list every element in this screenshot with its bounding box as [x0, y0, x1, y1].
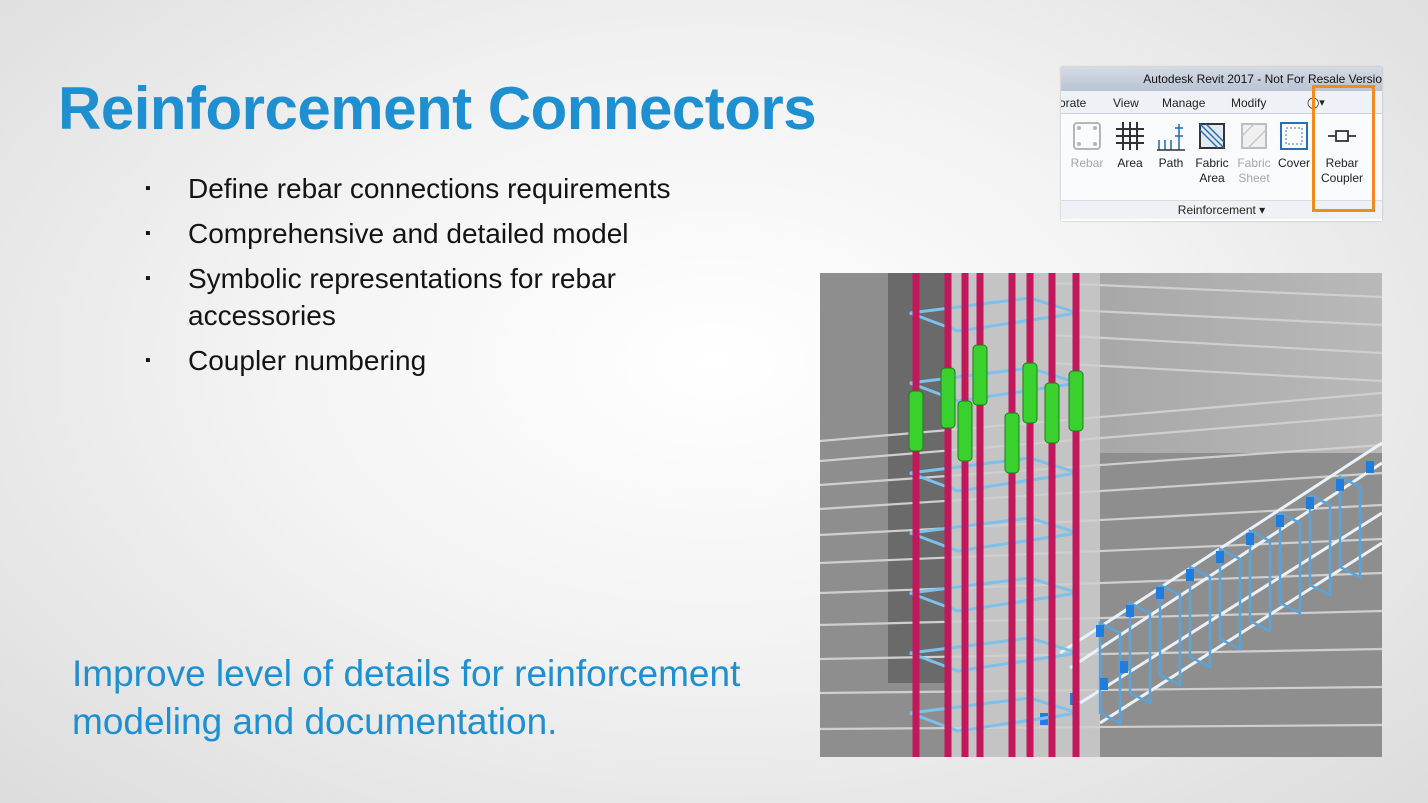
area-grid-icon	[1116, 122, 1144, 150]
revit-ribbon: Autodesk Revit 2017 - Not For Resale Ver…	[1061, 67, 1382, 221]
rebar-3d-model-image	[820, 273, 1382, 757]
bullet-item: ▪ Comprehensive and detailed model	[145, 215, 705, 252]
bullet-item: ▪ Symbolic representations for rebar acce…	[145, 260, 705, 334]
bullet-list: ▪ Define rebar connections requirements ▪…	[145, 170, 705, 387]
bullet-marker: ▪	[145, 225, 151, 242]
area-button[interactable]: Area	[1110, 120, 1150, 171]
tab-collaborate[interactable]: orate	[1061, 96, 1087, 110]
path-label: Path	[1158, 156, 1184, 170]
tagline: Improve level of details for reinforceme…	[72, 653, 741, 742]
rebar-coupler-button[interactable]: Rebar Coupler	[1318, 120, 1366, 186]
tab-view[interactable]: View	[1113, 96, 1139, 110]
bullet-text: Symbolic representations for rebar acces…	[188, 263, 616, 331]
rebar-coupler-highlight-box	[1312, 85, 1375, 212]
reinforcement-panel: Rebar Area Path Fabric Area Fabric Sheet…	[1061, 114, 1382, 204]
bullet-item: ▪ Coupler numbering	[145, 342, 705, 379]
ribbon-tab-bar: orate View Manage Modify ◯▾	[1061, 91, 1382, 114]
tab-modify[interactable]: Modify	[1231, 96, 1267, 110]
fabric-area-button[interactable]: Fabric Area	[1192, 120, 1232, 186]
rebar-coupler-icon	[1328, 130, 1356, 142]
rebar-icon	[1073, 122, 1101, 150]
fabric-sheet-icon	[1241, 123, 1267, 149]
fabric-sheet-button[interactable]: Fabric Sheet	[1234, 120, 1274, 186]
bullet-text: Comprehensive and detailed model	[188, 218, 629, 249]
cover-label: Cover	[1277, 156, 1310, 170]
slide-title: Reinforcement Connectors	[58, 75, 817, 142]
bullet-text: Coupler numbering	[188, 345, 427, 376]
panel-label-reinforcement[interactable]: Reinforcement ▾	[1061, 200, 1382, 219]
fabric-area-icon	[1199, 123, 1225, 149]
rebar-coupler-label: Rebar Coupler	[1320, 156, 1364, 185]
bullet-marker: ▪	[145, 180, 151, 197]
bullet-marker: ▪	[145, 352, 151, 369]
rebar-label: Rebar	[1070, 156, 1104, 170]
fabric-sheet-label: Fabric Sheet	[1237, 156, 1271, 185]
path-button[interactable]: Path	[1151, 120, 1191, 171]
bullet-item: ▪ Define rebar connections requirements	[145, 170, 705, 207]
extra-tab-dropdown-icon[interactable]: ◯▾	[1307, 97, 1325, 109]
bullet-text: Define rebar connections requirements	[188, 173, 671, 204]
tab-manage[interactable]: Manage	[1162, 96, 1206, 110]
rebar-model-illustration	[820, 273, 1382, 757]
path-icon	[1157, 124, 1185, 151]
cover-icon	[1280, 122, 1308, 150]
bullet-marker: ▪	[145, 270, 151, 287]
area-label: Area	[1117, 156, 1143, 170]
cover-button[interactable]: Cover	[1274, 120, 1314, 171]
fabric-area-label: Fabric Area	[1195, 156, 1229, 185]
rebar-button[interactable]: Rebar	[1067, 120, 1107, 171]
